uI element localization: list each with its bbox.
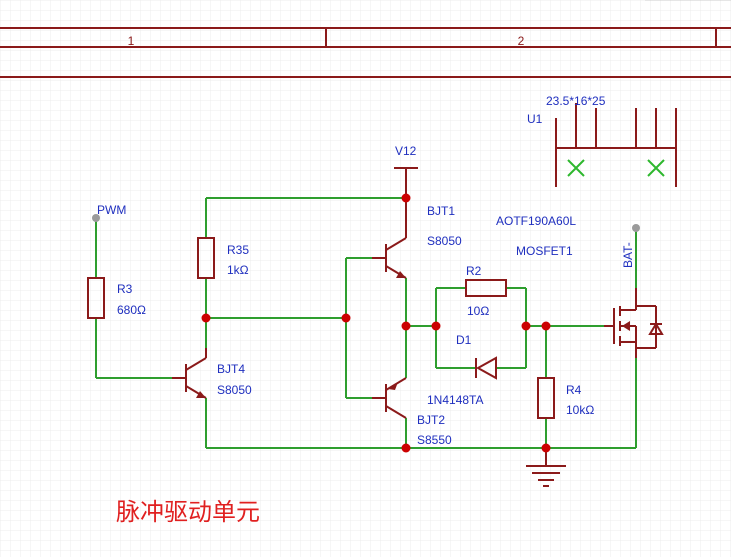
bjt2-transistor [372, 377, 407, 419]
mosfet-value: AOTF190A60L [496, 214, 576, 228]
r3-value: 680Ω [117, 303, 146, 317]
r3-resistor [87, 277, 105, 319]
d1-diode [475, 356, 497, 380]
pwm-net-label: PWM [97, 203, 126, 217]
column-label-1: 1 [128, 34, 135, 48]
bjt1-ref: BJT1 [427, 204, 455, 218]
r35-value: 1kΩ [227, 263, 249, 277]
bjt1-value: S8050 [427, 234, 462, 248]
pwm-port [92, 214, 100, 222]
bjt1-transistor [372, 198, 407, 279]
u1-ref: U1 [527, 112, 543, 126]
bat-net-label: BAT- [621, 242, 635, 268]
r2-value: 10Ω [467, 304, 489, 318]
d1-value: 1N4148TA [427, 393, 483, 407]
v12-power-symbol [394, 167, 418, 198]
bjt2-ref: BJT2 [417, 413, 445, 427]
bat-port [632, 224, 640, 232]
r35-resistor [197, 237, 215, 279]
r4-value: 10kΩ [566, 403, 594, 417]
bjt2-value: S8550 [417, 433, 452, 447]
schematic-title: 脉冲驱动单元 [116, 498, 260, 526]
bjt4-ref: BJT4 [217, 362, 245, 376]
column-label-2: 2 [518, 34, 525, 48]
d1-ref: D1 [456, 333, 472, 347]
r2-resistor [465, 279, 507, 297]
u1-heatsink-symbol [555, 103, 677, 187]
r35-ref: R35 [227, 243, 249, 257]
r2-ref: R2 [466, 264, 482, 278]
v12-net-label: V12 [395, 144, 417, 158]
sheet-border [0, 0, 731, 78]
ground-symbol [526, 448, 566, 487]
r3-ref: R3 [117, 282, 133, 296]
junction-dots [201, 193, 551, 453]
mosfet-transistor [604, 288, 664, 358]
mosfet-ref: MOSFET1 [516, 244, 573, 258]
r4-ref: R4 [566, 383, 582, 397]
bjt4-value: S8050 [217, 383, 252, 397]
bjt4-transistor [172, 348, 207, 399]
u1-value: 23.5*16*25 [546, 94, 606, 108]
r4-resistor [537, 377, 555, 419]
wires [95, 197, 637, 449]
